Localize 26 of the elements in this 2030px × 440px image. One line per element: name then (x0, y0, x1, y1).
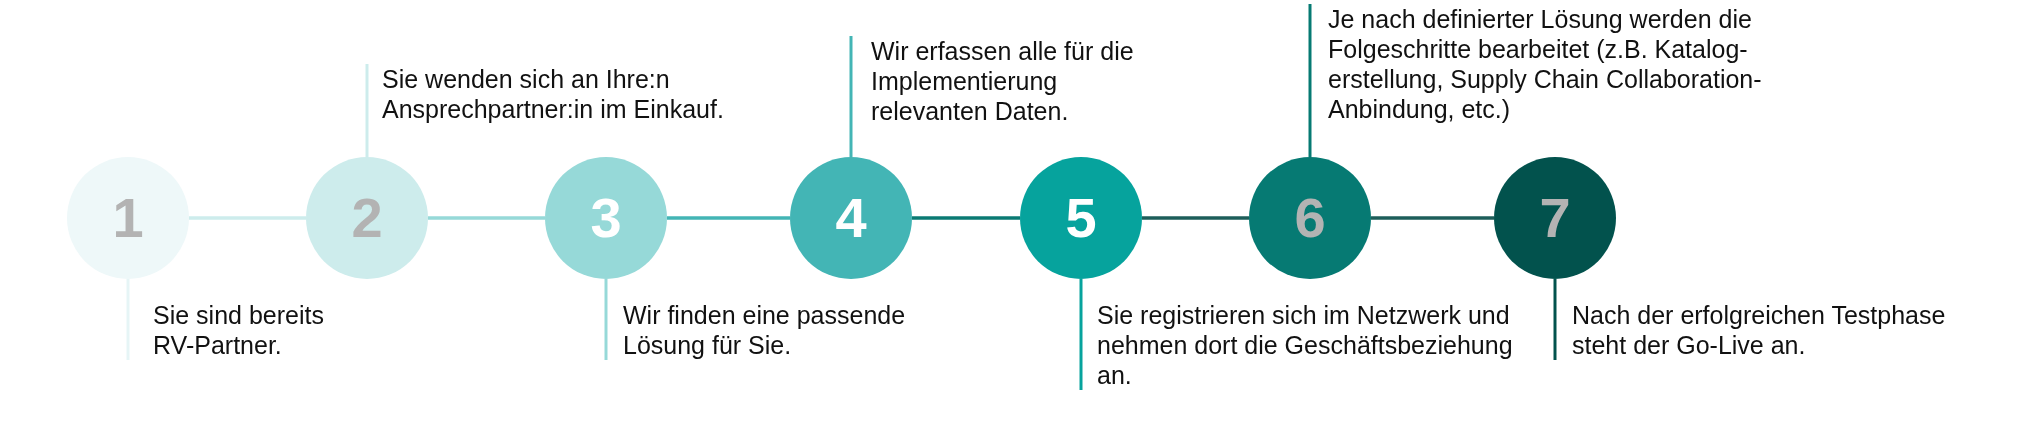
step-number: 2 (351, 190, 383, 246)
connector-line (1142, 216, 1249, 220)
leader-line (365, 64, 369, 157)
step-number: 7 (1539, 190, 1571, 246)
step-number: 6 (1294, 190, 1326, 246)
connector-line (667, 216, 790, 220)
step-description: Sie sind bereits RV-Partner. (153, 300, 363, 360)
connector-line (912, 216, 1020, 220)
leader-line (1079, 279, 1083, 390)
connector-line (428, 216, 545, 220)
step-number: 4 (835, 190, 867, 246)
step-description: Je nach definierter Lösung werden die Folgeschritte bearbeitet (z.B. Katalog-erstellung, Supply Chain Collaboration-Anbindung, etc.) (1328, 4, 1778, 124)
step-number: 1 (112, 190, 144, 246)
step-description: Nach der erfolgreichen Testphase steht der Go-Live an. (1572, 300, 1972, 360)
step-number: 5 (1065, 190, 1097, 246)
leader-line (1553, 279, 1557, 360)
step-description: Wir erfassen alle für die Implementierung relevanten Daten. (871, 36, 1156, 126)
step-number: 3 (590, 190, 622, 246)
leader-line (849, 36, 853, 157)
step-description: Sie registrieren sich im Netzwerk und nehmen dort die Geschäftsbeziehung an. (1097, 300, 1527, 390)
connector-line (1371, 216, 1494, 220)
connector-line (189, 216, 306, 220)
leader-line (1308, 4, 1312, 157)
leader-line (604, 279, 608, 360)
step-description: Wir finden eine passende Lösung für Sie. (623, 300, 943, 360)
step-description: Sie wenden sich an Ihre:n Ansprechpartner:in im Einkauf. (382, 64, 802, 124)
